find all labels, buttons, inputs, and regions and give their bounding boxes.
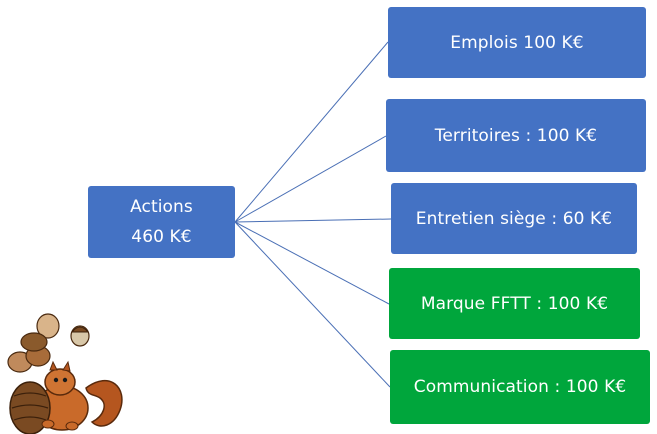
root-node-title: Actions	[130, 197, 193, 217]
root-node-actions: Actions 460 K€	[88, 186, 235, 258]
connector-line-territoires	[234, 135, 387, 223]
child-node-label: Territoires : 100 K€	[434, 125, 598, 146]
root-node-amount: 460 K€	[131, 227, 192, 247]
squirrel-icon	[7, 313, 123, 434]
child-node-label: Communication : 100 K€	[413, 377, 627, 397]
connector-line-emplois	[234, 41, 389, 223]
connector-line-entretien	[234, 218, 392, 223]
child-node-territoires: Territoires : 100 K€	[386, 99, 646, 172]
child-node-emplois: Emplois 100 K€	[388, 7, 646, 78]
child-node-communication: Communication : 100 K€	[390, 350, 650, 424]
child-node-label: Entretien siège : 60 K€	[415, 208, 613, 229]
child-node-marque-fftt: Marque FFTT : 100 K€	[389, 268, 640, 339]
child-node-entretien-siege: Entretien siège : 60 K€	[391, 183, 637, 254]
connector-line-marque	[234, 221, 390, 305]
child-node-label: Marque FFTT : 100 K€	[420, 293, 609, 314]
connector-line-communication	[234, 221, 391, 388]
child-node-label: Emplois 100 K€	[450, 32, 584, 53]
